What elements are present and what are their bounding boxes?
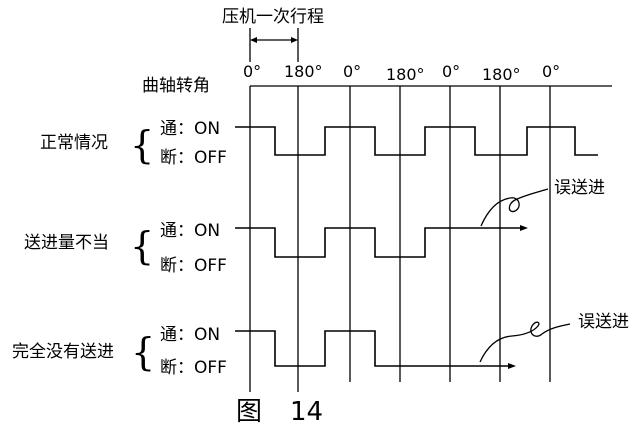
off-label: 断：OFF [160,256,227,276]
signal-waveform-normal [235,126,598,156]
angle-label: 0° [243,62,261,81]
stroke-arrowhead-right [291,37,298,43]
angle-label: 180° [284,62,323,81]
row-label-no-feed: 完全没有送进 [12,342,114,362]
on-label: 通：ON [160,325,220,345]
row-brace: { [130,123,154,167]
row-brace: { [130,224,154,268]
angle-label: 0° [343,62,361,81]
signal-waveform-improper-feed [235,227,520,258]
angle-label: 180° [482,65,521,84]
off-label: 断：OFF [160,358,227,378]
on-label: 通：ON [160,221,220,241]
crank-angle-label: 曲轴转角 [142,76,210,96]
angle-label: 180° [386,65,425,84]
press-stroke-label: 压机一次行程 [222,7,324,27]
stroke-arrowhead-left [250,37,257,43]
misfeed-pointer-1 [480,188,549,227]
signal-waveform-no-feed [235,330,508,367]
on-label: 通：ON [160,119,220,139]
figure-caption-number: 14 [290,397,323,427]
waveform-arrowhead [508,363,516,369]
angle-label: 0° [542,62,560,81]
row-label-improper-feed: 送进量不当 [24,233,109,253]
waveform-arrowhead [520,225,528,231]
misfeed-label-1: 误送进 [554,178,605,198]
off-label: 断：OFF [160,148,227,168]
angle-label: 0° [442,62,460,81]
angle-gridlines [249,86,551,392]
misfeed-pointer-2 [479,321,571,363]
misfeed-label-2: 误送进 [578,312,629,332]
figure-caption-prefix: 图 [236,397,262,427]
row-label-normal: 正常情况 [40,133,108,153]
row-brace: { [131,330,155,374]
